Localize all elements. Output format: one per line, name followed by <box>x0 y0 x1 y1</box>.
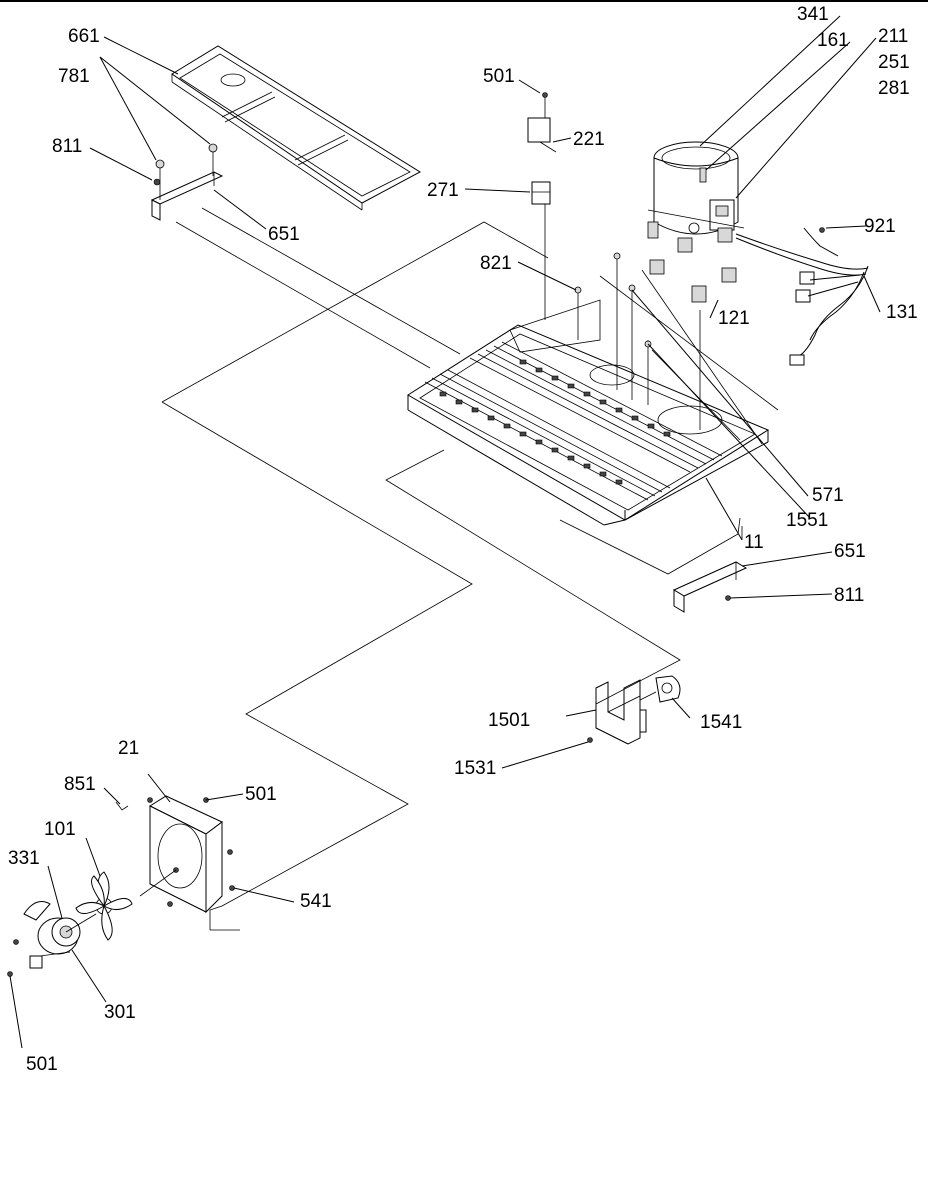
callout-341: 341 <box>797 4 829 25</box>
callout-121: 121 <box>718 308 750 329</box>
callout-501-top: 501 <box>483 66 515 87</box>
callout-21: 21 <box>118 738 139 759</box>
callout-811-lower: 811 <box>834 585 864 606</box>
callout-541: 541 <box>300 891 332 912</box>
callout-921: 921 <box>864 216 896 237</box>
exploded-view-path-lines <box>161 207 779 931</box>
wire-harness <box>735 227 869 366</box>
bracket-upper-left <box>150 143 224 221</box>
overload <box>531 181 551 205</box>
callout-labels: 341 161 211 251 281 661 781 811 651 501 … <box>8 4 918 1075</box>
callout-331: 331 <box>8 848 40 869</box>
callout-301: 301 <box>104 1002 136 1023</box>
compressor <box>647 141 745 303</box>
fan-motor <box>7 869 177 977</box>
callout-821: 821 <box>480 253 512 274</box>
callout-281: 281 <box>878 78 910 99</box>
callout-661: 661 <box>68 26 100 47</box>
callout-271: 271 <box>427 180 459 201</box>
callout-651-lower: 651 <box>834 541 866 562</box>
fan-shroud <box>115 795 235 914</box>
callout-251: 251 <box>878 52 910 73</box>
callout-501-bottom: 501 <box>26 1054 58 1075</box>
callout-781: 781 <box>58 66 90 87</box>
relay <box>527 92 557 153</box>
callout-501-shroud: 501 <box>245 784 277 805</box>
callout-1541: 1541 <box>700 712 742 733</box>
callout-1501: 1501 <box>488 710 530 731</box>
callout-211: 211 <box>878 26 908 47</box>
callout-161: 161 <box>817 30 849 51</box>
base-pan <box>407 299 770 526</box>
cover-plate <box>171 45 421 211</box>
callout-leader-lines <box>9 15 881 1049</box>
callout-811-upper: 811 <box>52 136 82 157</box>
bracket-lower-right <box>672 561 748 613</box>
callout-101: 101 <box>44 819 76 840</box>
fan-bracket <box>587 675 681 745</box>
callout-131: 131 <box>886 302 918 323</box>
callout-11: 11 <box>744 532 764 553</box>
callout-651-upper: 651 <box>268 224 300 245</box>
fan-blade <box>75 871 133 941</box>
callout-1551: 1551 <box>786 510 828 531</box>
callout-571: 571 <box>812 485 844 506</box>
callout-1531: 1531 <box>454 758 496 779</box>
callout-221: 221 <box>573 129 605 150</box>
callout-851: 851 <box>64 774 96 795</box>
base-small-parts <box>574 252 652 348</box>
